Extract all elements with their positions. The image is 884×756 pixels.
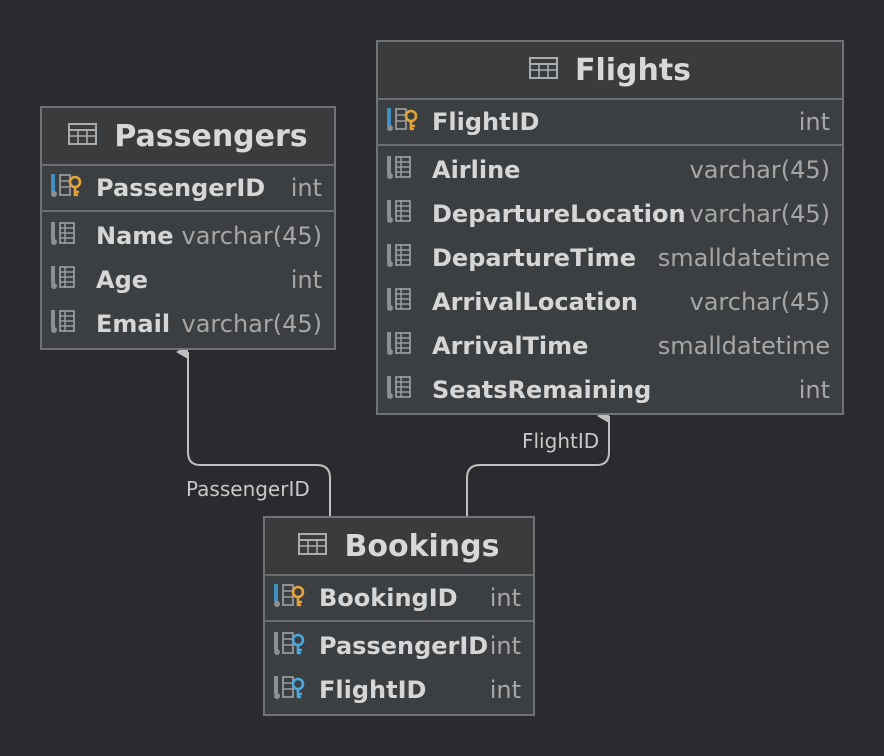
- table-icon: [528, 53, 559, 88]
- edge-bookings-flights: [466, 409, 610, 517]
- column-type: int: [290, 174, 322, 202]
- column-row[interactable]: SeatsRemaining int: [378, 368, 842, 412]
- table-title: Bookings: [344, 528, 500, 564]
- column-type: int: [489, 676, 521, 704]
- column-icon: [50, 264, 82, 296]
- column-type: int: [798, 108, 830, 136]
- primary-key-column-icon: [273, 582, 305, 614]
- column-name: DepartureTime: [432, 244, 636, 272]
- column-icon: [50, 220, 82, 252]
- column-type: smalldatetime: [657, 244, 830, 272]
- column-row[interactable]: ArrivalTime smalldatetime: [378, 324, 842, 368]
- column-icon: [386, 242, 418, 274]
- pk-column-row[interactable]: FlightID int: [378, 100, 842, 146]
- table-title: Passengers: [114, 118, 308, 154]
- table-title: Flights: [574, 52, 692, 88]
- table-flights[interactable]: Flights FlightID int Airline varchar(45) D…: [376, 40, 844, 415]
- column-type: varchar(45): [689, 200, 831, 228]
- table-icon: [298, 529, 328, 564]
- primary-key-column-icon: [386, 106, 418, 138]
- foreign-key-column-icon: [273, 630, 305, 662]
- table-header[interactable]: Passengers: [42, 108, 334, 166]
- column-name: DepartureLocation: [432, 200, 686, 228]
- column-type: int: [489, 584, 521, 612]
- column-type: smalldatetime: [657, 332, 830, 360]
- column-icon: [386, 154, 418, 186]
- column-name: ArrivalTime: [432, 332, 589, 360]
- column-row[interactable]: Email varchar(45): [42, 302, 334, 346]
- table-icon: [68, 119, 98, 154]
- table-header[interactable]: Bookings: [265, 518, 533, 576]
- column-type: int: [798, 376, 830, 404]
- column-row[interactable]: FlightID int: [265, 668, 533, 712]
- column-name: PassengerID: [319, 632, 489, 660]
- column-row[interactable]: DepartureTime smalldatetime: [378, 236, 842, 280]
- column-type: int: [489, 632, 521, 660]
- column-type: varchar(45): [689, 156, 831, 184]
- edge-label-passengerid: PassengerID: [186, 477, 310, 501]
- column-name: ArrivalLocation: [432, 288, 639, 316]
- column-icon: [386, 374, 418, 406]
- pk-column-row[interactable]: PassengerID int: [42, 166, 334, 212]
- table-header[interactable]: Flights: [378, 42, 842, 100]
- column-type: varchar(45): [689, 288, 831, 316]
- column-name: PassengerID: [96, 174, 266, 202]
- column-icon: [386, 330, 418, 362]
- column-name: Airline: [432, 156, 521, 184]
- edge-bookings-passengers: [176, 345, 331, 517]
- column-name: Age: [96, 266, 149, 294]
- column-row[interactable]: Airline varchar(45): [378, 148, 842, 192]
- column-name: BookingID: [319, 584, 458, 612]
- column-row[interactable]: ArrivalLocation varchar(45): [378, 280, 842, 324]
- column-type: varchar(45): [181, 222, 323, 250]
- primary-key-column-icon: [50, 172, 82, 204]
- column-type: varchar(45): [181, 310, 323, 338]
- column-row[interactable]: Age int: [42, 258, 334, 302]
- column-name: Email: [96, 310, 171, 338]
- edge-label-flightid: FlightID: [522, 429, 600, 453]
- column-name: SeatsRemaining: [432, 376, 652, 404]
- foreign-key-column-icon: [273, 674, 305, 706]
- column-name: FlightID: [319, 676, 427, 704]
- pk-column-row[interactable]: BookingID int: [265, 576, 533, 622]
- column-name: Name: [96, 222, 174, 250]
- column-icon: [50, 308, 82, 340]
- column-type: int: [290, 266, 322, 294]
- column-name: FlightID: [432, 108, 540, 136]
- column-icon: [386, 286, 418, 318]
- column-icon: [386, 198, 418, 230]
